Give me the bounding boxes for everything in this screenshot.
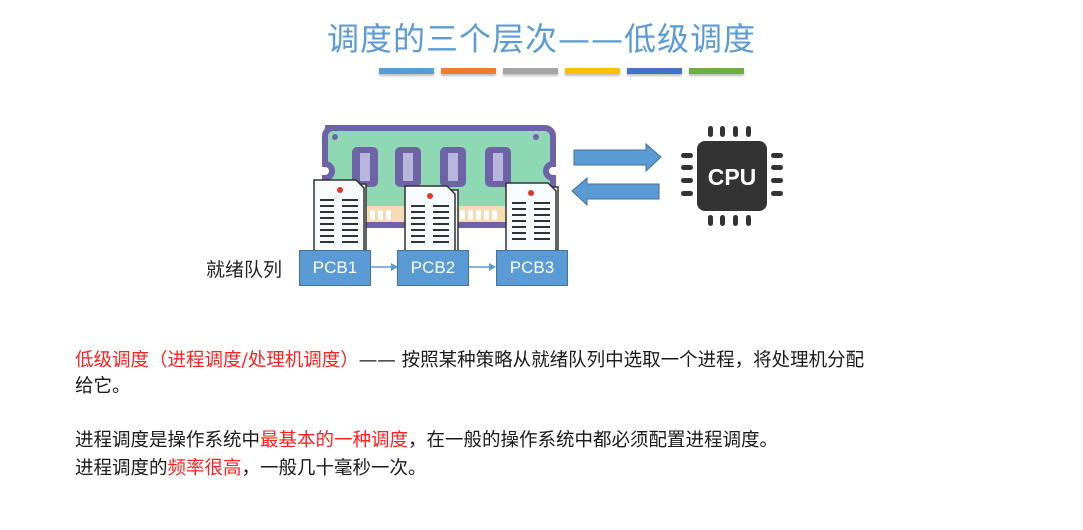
note-text: 进程调度的: [75, 458, 168, 479]
color-bar: [503, 68, 558, 74]
ready-queue-label: 就绪队列: [206, 259, 283, 281]
page-title: 调度的三个层次——低级调度: [326, 20, 756, 58]
arrow-right-icon: [573, 142, 662, 173]
note-text: ，在一般的操作系统中都必须配置进程调度。: [408, 430, 779, 451]
color-bar: [565, 68, 620, 74]
cpu-chip-icon: CPU: [681, 126, 783, 226]
color-bar: [441, 68, 496, 74]
note-paragraph-1: 进程调度是操作系统中最基本的一种调度，在一般的操作系统中都必须配置进程调度。: [75, 428, 778, 454]
queue-arrow: [468, 263, 496, 271]
document-icon: [313, 179, 367, 253]
arrow-left-icon: [571, 176, 660, 207]
definition-text: —— 按照某种策略从就绪队列中选取一个进程，将处理机分配: [358, 350, 865, 371]
note-highlight: 频率很高: [167, 458, 242, 479]
pcb-block: PCB2: [397, 250, 469, 286]
note-paragraph-2: 进程调度的频率很高，一般几十毫秒一次。: [75, 456, 427, 482]
cpu-label: CPU: [708, 164, 757, 190]
definition-paragraph: 低级调度（进程调度/处理机调度）—— 按照某种策略从就绪队列中选取一个进程，将处…: [75, 348, 1055, 400]
note-text: ，一般几十毫秒一次。: [241, 458, 427, 479]
note-highlight: 最基本的一种调度: [260, 430, 409, 451]
color-bar: [379, 68, 434, 74]
color-bar: [689, 68, 744, 74]
document-icon: [505, 182, 559, 253]
pcb-block: PCB3: [496, 250, 568, 286]
decorative-color-bars: [379, 68, 744, 74]
pcb-block: PCB1: [299, 250, 371, 286]
document-icon: [404, 185, 459, 253]
memory-module-icon: [322, 125, 556, 228]
term-highlight: 低级调度（进程调度/处理机调度）: [75, 350, 359, 371]
note-text: 进程调度是操作系统中: [75, 430, 261, 451]
color-bar: [627, 68, 682, 74]
scheduling-diagram: CPU: [313, 125, 783, 271]
queue-arrow: [370, 263, 398, 271]
definition-text-cont: 给它。: [75, 376, 131, 397]
